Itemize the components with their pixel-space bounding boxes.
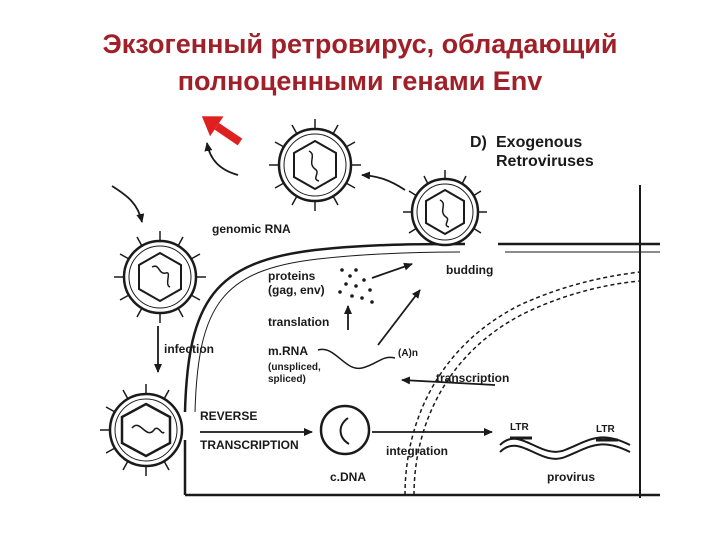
cell-membrane (183, 242, 660, 413)
slide-title: Экзогенный ретровирус, обладающий полноц… (0, 26, 720, 100)
label-poly-a: (A)n (398, 348, 418, 359)
arrow-release-away (204, 142, 239, 176)
label-transcription-rt: TRANSCRIPTION (200, 438, 299, 452)
label-unspliced: (unspliced, (268, 362, 321, 373)
virion-released (269, 119, 361, 211)
label-genomic-rna: genomic RNA (212, 222, 291, 236)
protein-particles (338, 268, 374, 304)
provirus-dna (499, 436, 631, 460)
label-proteins: proteins (268, 269, 316, 283)
flow-arrows (111, 142, 496, 436)
arrow-entry (111, 185, 145, 223)
virion-fusing (100, 384, 184, 476)
label-transcription: transcription (436, 371, 509, 385)
label-budding: budding (446, 263, 493, 277)
panel-id: D) (470, 134, 487, 151)
label-translation: translation (268, 315, 329, 329)
label-spliced: spliced) (268, 374, 306, 385)
label-infection: infection (164, 342, 214, 356)
heading-line-2: Retroviruses (496, 153, 594, 170)
nuclear-membrane (404, 271, 641, 496)
arrow-transcription (401, 376, 496, 386)
mrna-strand (317, 348, 396, 369)
title-line-2: полноценными генами Env (177, 66, 543, 96)
arrow-to-budding (377, 289, 421, 346)
label-reverse: REVERSE (200, 409, 257, 423)
heading-line-1: Exogenous (496, 134, 582, 151)
virion-budding (403, 170, 487, 247)
label-ltr-left: LTR (510, 422, 529, 433)
label-ltr-right: LTR (596, 424, 615, 435)
nuclear-membrane-inner (413, 280, 641, 496)
arrow-budding-to-release (361, 171, 406, 191)
label-gag-env: (gag, env) (268, 283, 325, 297)
label-mrna: m.RNA (268, 344, 308, 358)
label-provirus: provirus (547, 470, 595, 484)
virion-approaching (114, 231, 206, 323)
cdna-circle (319, 404, 371, 456)
label-cdna: c.DNA (330, 470, 366, 484)
title-line-1: Экзогенный ретровирус, обладающий (102, 29, 618, 59)
highlight-arrow (201, 116, 243, 146)
cell-membrane-inner (194, 251, 660, 413)
label-integration: integration (386, 444, 448, 458)
arrow-proteins-budding (371, 262, 413, 279)
